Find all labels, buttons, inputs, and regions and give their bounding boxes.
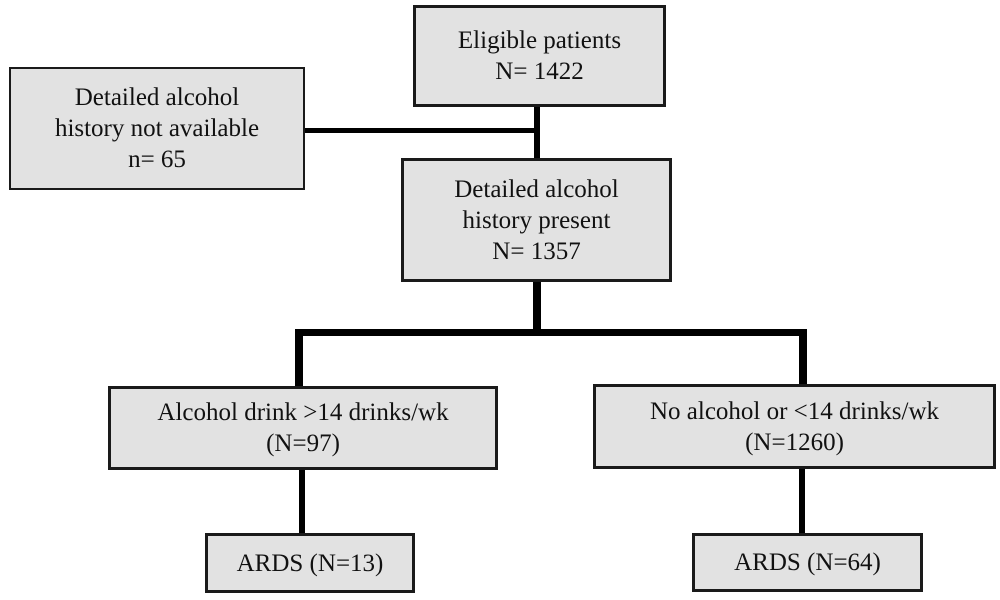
connector-heavy-to-ards xyxy=(299,469,305,534)
node-text-line: (N=97) xyxy=(266,430,340,457)
node-text-line: Detailed alcohol xyxy=(74,84,240,111)
connector-exclusion-branch xyxy=(303,128,536,133)
node-text-line: history present xyxy=(462,206,611,234)
node-history-not-available: Detailed alcohol history not available n… xyxy=(9,67,305,190)
node-text-line: No alcohol or <14 drinks/wk xyxy=(649,397,940,425)
connector-split-to-light xyxy=(799,329,807,385)
connector-split-horizontal xyxy=(295,329,807,336)
connector-history-to-split xyxy=(533,281,541,334)
node-text-line: (N=1260) xyxy=(745,428,844,456)
node-eligible-patients: Eligible patients N= 1422 xyxy=(413,5,666,107)
node-text-line: ARDS (N=64) xyxy=(734,549,881,576)
node-text-line: N= 1357 xyxy=(492,237,581,265)
connector-split-to-heavy xyxy=(295,329,303,387)
node-text-line: N= 1422 xyxy=(495,58,584,85)
node-ards-heavy-outcome: ARDS (N=13) xyxy=(205,533,415,593)
node-text-line: ARDS (N=13) xyxy=(236,549,384,577)
node-text-line: Alcohol drink >14 drinks/wk xyxy=(157,399,449,426)
node-ards-light-outcome: ARDS (N=64) xyxy=(692,533,923,592)
node-light-or-no-drinkers: No alcohol or <14 drinks/wk (N=1260) xyxy=(593,384,996,469)
node-text-line: Detailed alcohol xyxy=(454,175,619,203)
connector-light-to-ards xyxy=(799,468,805,534)
node-text-line: history not available xyxy=(54,115,260,142)
connector-eligible-to-history xyxy=(534,106,540,159)
node-heavy-drinkers: Alcohol drink >14 drinks/wk (N=97) xyxy=(108,386,498,470)
node-text-line: Eligible patients xyxy=(457,27,622,54)
node-text-line: n= 65 xyxy=(128,146,186,173)
node-history-present: Detailed alcohol history present N= 1357 xyxy=(401,158,672,282)
